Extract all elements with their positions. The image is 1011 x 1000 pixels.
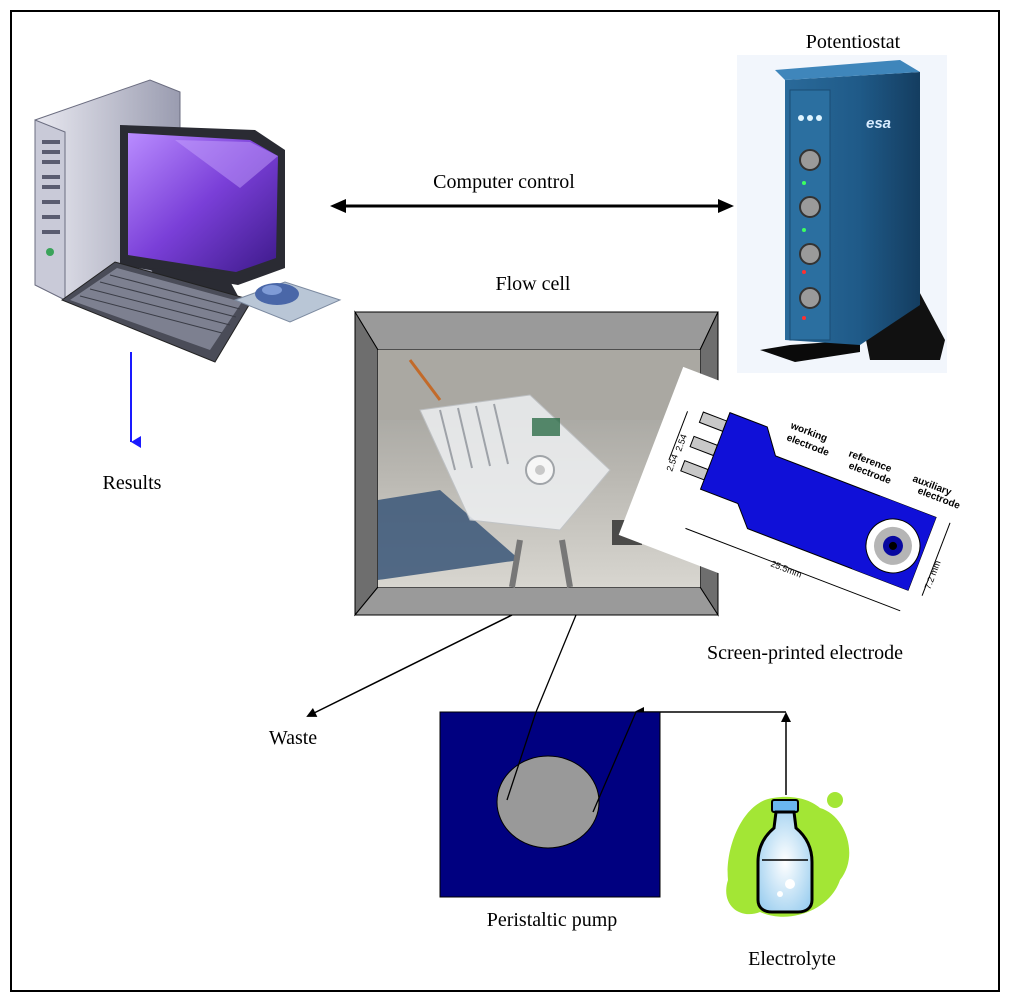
electrolyte-bottle-icon (726, 792, 850, 917)
peristaltic-pump-label: Peristaltic pump (487, 909, 618, 931)
peristaltic-pump (439, 711, 661, 898)
potentiostat-illustration: esa (737, 55, 947, 373)
electrolyte-label: Electrolyte (748, 948, 836, 970)
waste-line (306, 614, 513, 717)
flow-cell-frame (353, 310, 719, 617)
computer-illustration (34, 79, 342, 363)
waste-label: Waste (269, 727, 317, 749)
device-brand-logo: esa (866, 115, 891, 132)
potentiostat-label: Potentiostat (806, 31, 901, 53)
screen-printed-electrode-drawing (618, 366, 992, 654)
pump-to-cell-tube (535, 614, 577, 713)
flow-cell-label: Flow cell (496, 273, 571, 295)
figure-border (10, 10, 1000, 992)
computer-control-arrow (330, 199, 734, 213)
results-label: Results (103, 472, 162, 494)
screen-printed-electrode-label: Screen-printed electrode (707, 642, 903, 664)
computer-control-label: Computer control (433, 171, 575, 193)
